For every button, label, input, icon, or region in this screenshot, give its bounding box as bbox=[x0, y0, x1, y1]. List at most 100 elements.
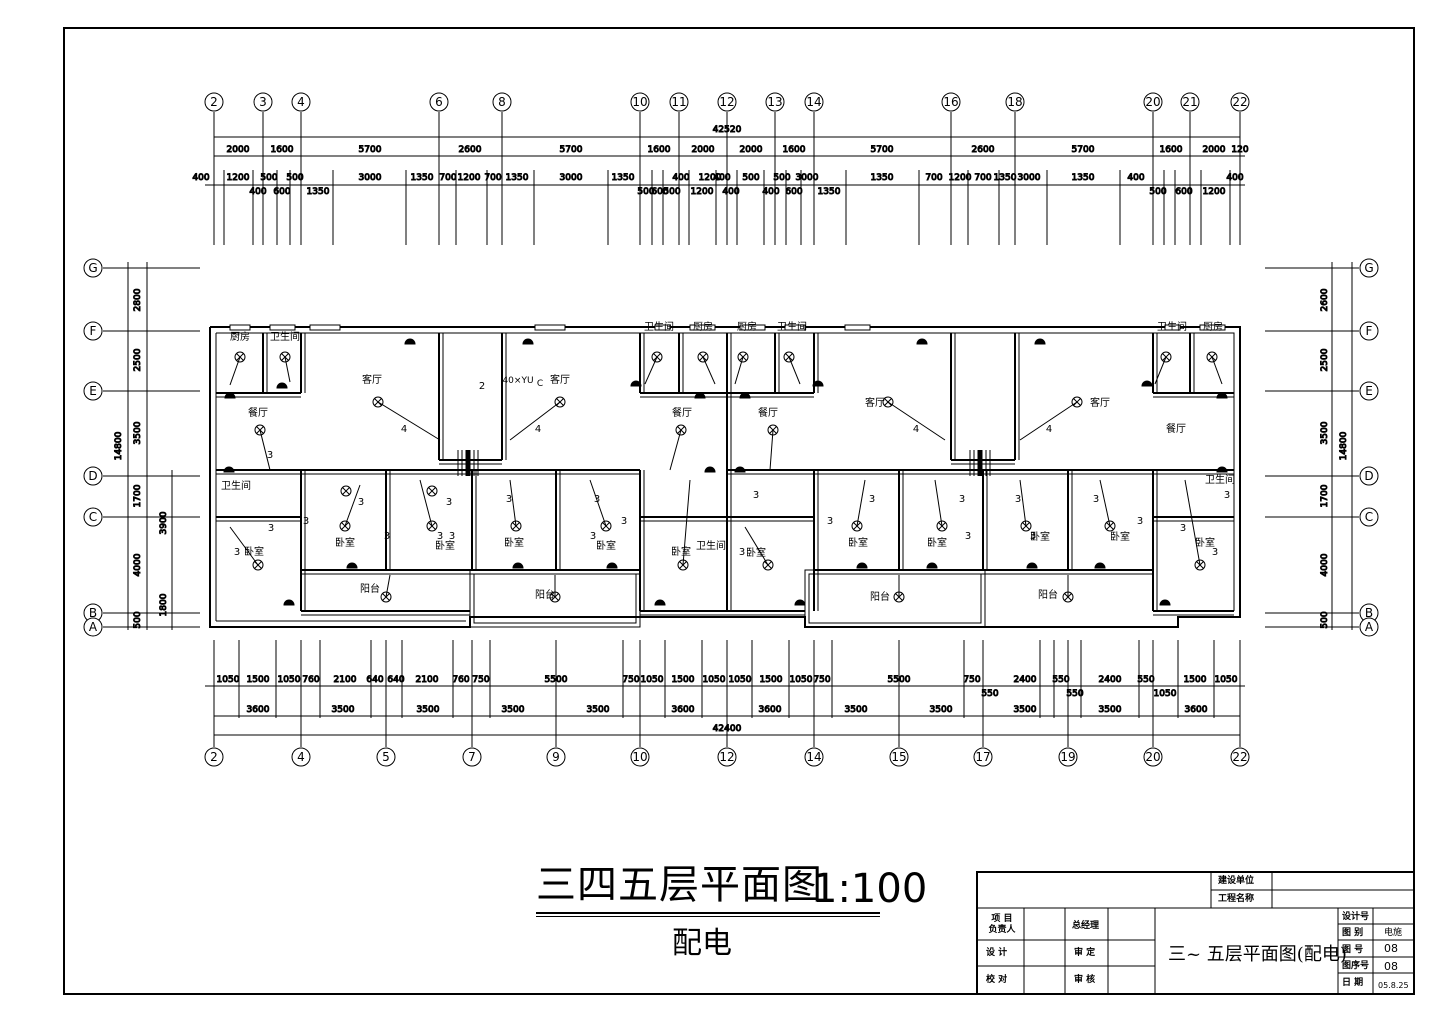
top-axis-16-circle bbox=[941, 92, 961, 112]
bottom-axis-12-label: 12 bbox=[719, 750, 734, 764]
room-label: 卧室 bbox=[504, 536, 524, 549]
top-dim-row2-value: 1350 bbox=[994, 173, 1017, 183]
room-label: 厨房 bbox=[737, 320, 757, 333]
title-block-frame bbox=[976, 871, 1415, 995]
drawing-subtitle: 配电 bbox=[672, 926, 732, 961]
wire bbox=[509, 479, 517, 527]
right-axis-D-label: D bbox=[1364, 469, 1373, 483]
socket-icon bbox=[512, 562, 524, 569]
socket-icon bbox=[926, 562, 938, 569]
socket-icon bbox=[1034, 338, 1046, 345]
room-label: 卧室 bbox=[927, 536, 947, 549]
bottom-dim-row2-value: 3600 bbox=[1185, 705, 1208, 715]
cable-label: 40×YU bbox=[502, 376, 533, 386]
top-dim-row2-value: 1350 bbox=[506, 173, 529, 183]
top-dim-row3-value: 400 bbox=[722, 187, 739, 197]
right-dim-value: 1700 bbox=[1320, 484, 1330, 507]
bottom-dim-row2-value: 3600 bbox=[759, 705, 782, 715]
top-dim-row2-value: 1350 bbox=[871, 173, 894, 183]
top-dim-row2-value: 700 bbox=[925, 173, 942, 183]
window bbox=[269, 324, 296, 331]
window bbox=[654, 324, 671, 331]
bottom-dim-row1-value: 640 bbox=[366, 675, 383, 685]
top-dim-row2-value: 400 bbox=[1127, 173, 1144, 183]
top-dim-row3-value: 600 bbox=[785, 187, 802, 197]
top-dim-row3-value: 500 bbox=[1149, 187, 1166, 197]
left-axis-E-label: E bbox=[89, 384, 97, 398]
top-axis-18-circle bbox=[1005, 92, 1025, 112]
wire bbox=[1154, 356, 1167, 385]
top-axis-14-circle bbox=[804, 92, 824, 112]
wire bbox=[1211, 356, 1223, 385]
room-label: 厨房 bbox=[693, 320, 713, 333]
circuit-number: 3 bbox=[965, 531, 971, 542]
socket-icon bbox=[1026, 562, 1038, 569]
circuit-number: 3 bbox=[594, 494, 600, 505]
bottom-dim-row1-value: 760 bbox=[302, 675, 319, 685]
circuit-number: 4 bbox=[1046, 424, 1052, 435]
tb-project-name: 工程名称 bbox=[1218, 894, 1255, 904]
wire bbox=[682, 479, 691, 566]
socket-icon bbox=[223, 466, 235, 473]
tb-category-label: 图 别 bbox=[1342, 928, 1364, 938]
bottom-dim-row1-value: 1050 bbox=[278, 675, 301, 685]
wire bbox=[744, 526, 769, 566]
bottom-dim-row1-value: 1050 bbox=[217, 675, 240, 685]
balcony-wall-inner bbox=[808, 573, 982, 624]
bottom-dim-row1-value: 550 bbox=[1137, 675, 1154, 685]
top-dim-row1-value: 5700 bbox=[359, 145, 382, 155]
bottom-axis-22-circle bbox=[1230, 747, 1250, 767]
bottom-dim-row1-value: 1050 bbox=[703, 675, 726, 685]
top-dim-row2-value: 700 bbox=[439, 173, 456, 183]
top-dim-row2-value: 1350 bbox=[612, 173, 635, 183]
circuit-number: 4 bbox=[913, 424, 919, 435]
circuit-number: 3 bbox=[446, 497, 452, 508]
top-dim-row2-value: 500 bbox=[286, 173, 303, 183]
bottom-dim-row1-value: 2400 bbox=[1014, 675, 1037, 685]
circuit-number: 3 bbox=[268, 523, 274, 534]
top-axis-11-label: 11 bbox=[671, 95, 686, 109]
circuit-number: 3 bbox=[267, 450, 273, 461]
circuit-number: 3 bbox=[621, 516, 627, 527]
circuit-number: 3 bbox=[1093, 494, 1099, 505]
tb-order-label: 图序号 bbox=[1342, 961, 1370, 971]
top-axis-21-circle bbox=[1180, 92, 1200, 112]
circuit-number: 3 bbox=[827, 516, 833, 527]
lamp-cross bbox=[428, 487, 436, 495]
socket-icon bbox=[794, 599, 806, 606]
tb-general-manager: 总经理 bbox=[1072, 921, 1100, 931]
room-label: 卫生间 bbox=[1157, 320, 1187, 333]
room-label: 阳台 bbox=[870, 590, 890, 603]
tb-checker: 校 对 bbox=[986, 975, 1008, 985]
bottom-dim-row1-value: 750 bbox=[963, 675, 980, 685]
room-label: 卫生间 bbox=[644, 320, 674, 333]
window bbox=[689, 324, 716, 331]
room-label: 卧室 bbox=[596, 539, 616, 552]
circuit-number: 3 bbox=[739, 547, 745, 558]
left-axis-G-label: G bbox=[88, 261, 97, 275]
plan-labels: 厨房卫生间客厅客厅餐厅卫生间卧室卧室卧室卧室卧室卧室卫生间阳台阳台卫生间厨房厨房… bbox=[221, 320, 1235, 603]
top-dim-row2-value: 400 bbox=[713, 173, 730, 183]
bottom-dim-row1-value: 1500 bbox=[1184, 675, 1207, 685]
wire bbox=[1099, 479, 1111, 527]
left-dim-value: 2800 bbox=[133, 288, 143, 311]
wire bbox=[769, 429, 774, 471]
bottom-dim-row1b-value: 550 bbox=[1066, 689, 1083, 699]
left-axis-A-label: A bbox=[89, 620, 98, 634]
bottom-axis-17-label: 17 bbox=[975, 750, 990, 764]
top-axis-13-label: 13 bbox=[767, 95, 782, 109]
socket-icon bbox=[1216, 392, 1228, 399]
tb-date-label: 日 期 bbox=[1342, 978, 1364, 988]
room-label: 客厅 bbox=[865, 396, 885, 409]
top-dim-row1-value: 2000 bbox=[740, 145, 763, 155]
socket-icon bbox=[606, 562, 618, 569]
wire bbox=[259, 429, 271, 471]
wire bbox=[509, 401, 561, 441]
top-dim-row1-value: 1600 bbox=[271, 145, 294, 155]
room-label: 阳台 bbox=[360, 582, 380, 595]
tb-approve: 审 定 bbox=[1074, 948, 1096, 958]
top-dim-row3-value: 600 bbox=[273, 187, 290, 197]
bottom-axis-20-circle bbox=[1143, 747, 1163, 767]
